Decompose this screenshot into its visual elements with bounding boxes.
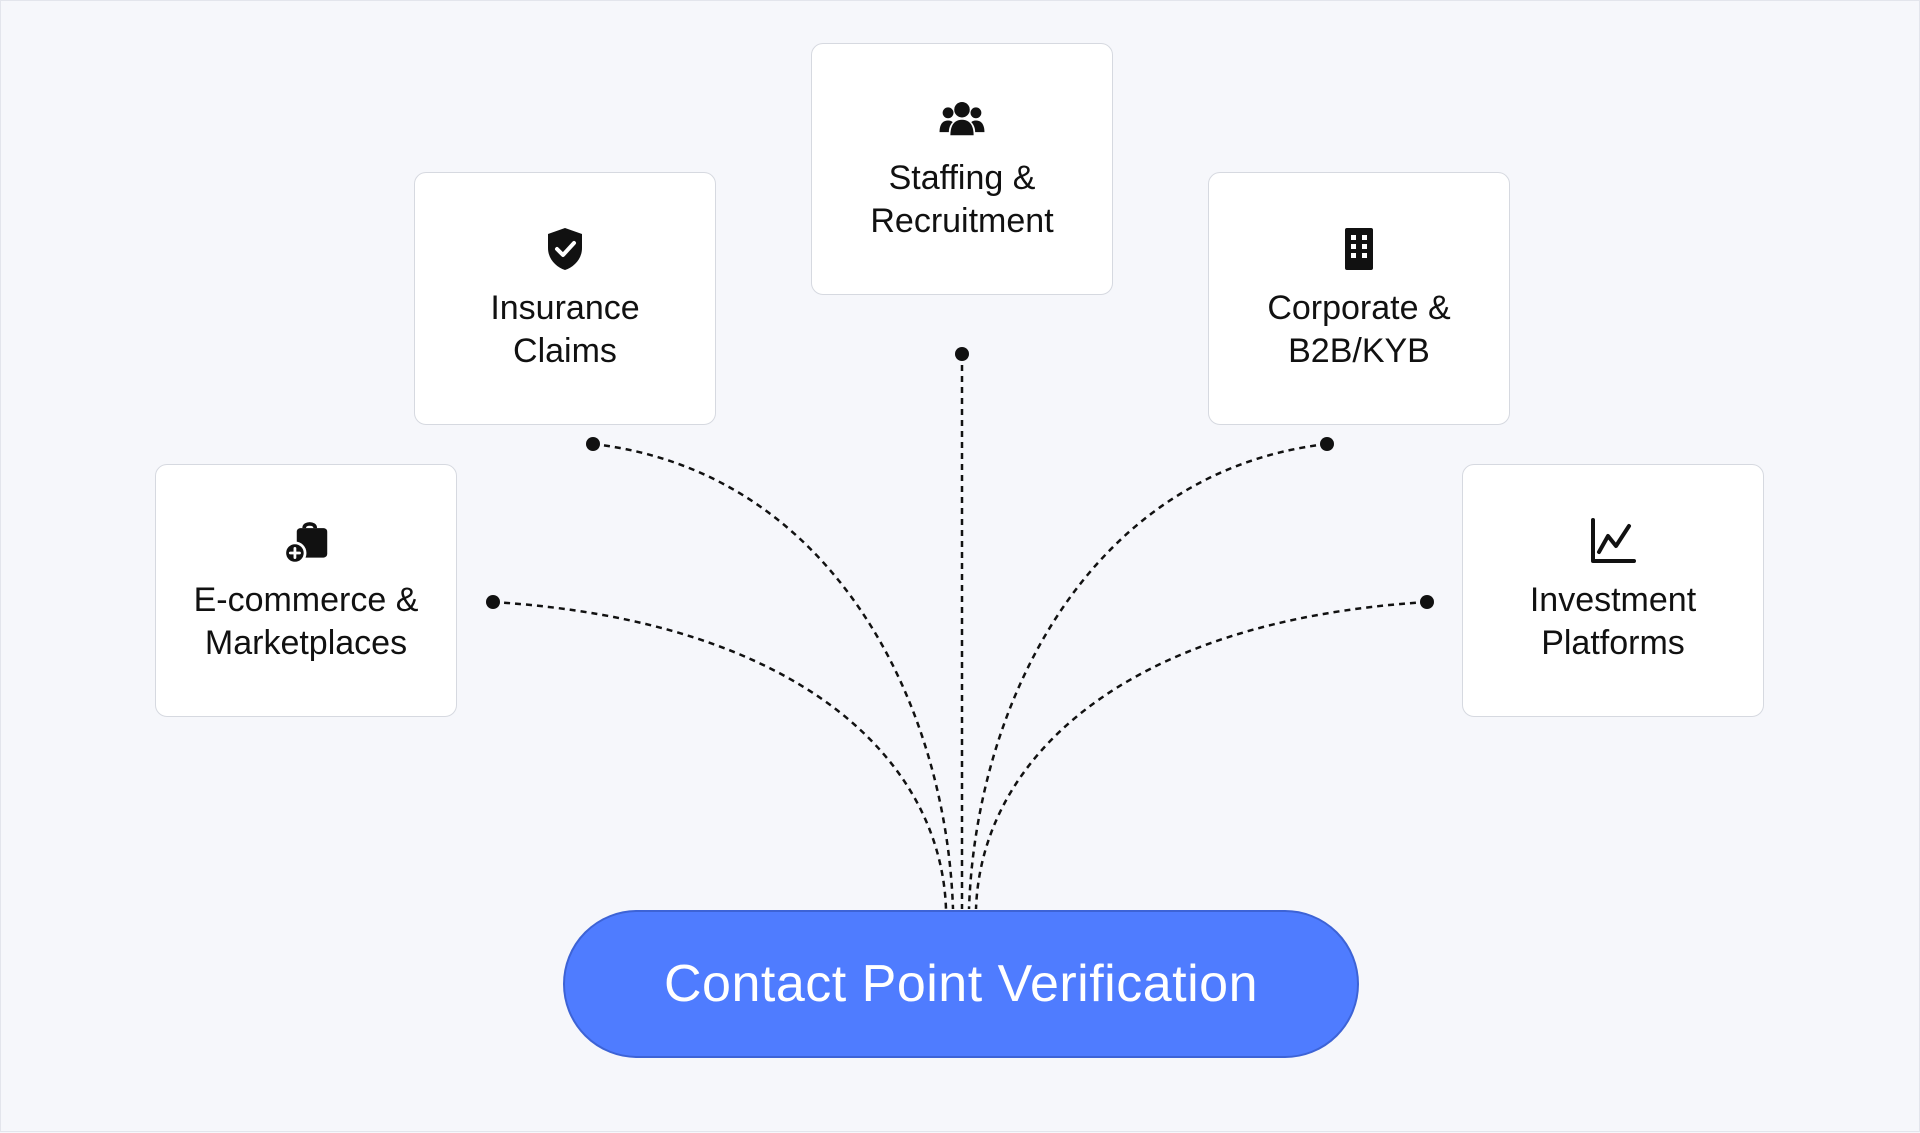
node-label-staffing: Staffing & Recruitment bbox=[870, 159, 1054, 240]
connector-dot-corporate bbox=[1320, 437, 1334, 451]
shopping-bag-plus-icon bbox=[282, 517, 330, 565]
center-node-pill: Contact Point Verification bbox=[563, 910, 1359, 1058]
line-chart-icon bbox=[1589, 517, 1637, 565]
connector-dot-ecommerce bbox=[486, 595, 500, 609]
connector-corporate bbox=[967, 442, 1328, 910]
node-card-corporate: Corporate & B2B/KYB bbox=[1208, 172, 1510, 425]
node-label-corporate: Corporate & B2B/KYB bbox=[1267, 288, 1451, 370]
connector-insurance bbox=[592, 442, 955, 910]
connector-dot-insurance bbox=[586, 437, 600, 451]
building-icon bbox=[1335, 225, 1383, 273]
node-label-ecommerce: E-commerce & Marketplaces bbox=[193, 580, 419, 662]
node-label-investment: Investment Platforms bbox=[1529, 580, 1697, 662]
shield-check-icon bbox=[541, 225, 589, 273]
node-card-ecommerce: E-commerce & Marketplaces bbox=[155, 464, 457, 717]
connector-investment bbox=[974, 600, 1428, 910]
connector-ecommerce bbox=[492, 600, 948, 910]
connector-dot-investment bbox=[1420, 595, 1434, 609]
node-card-investment: Investment Platforms bbox=[1462, 464, 1764, 717]
people-group-icon bbox=[938, 95, 986, 143]
connector-dot-staffing bbox=[955, 347, 969, 361]
node-label-insurance: Insurance Claims bbox=[490, 288, 640, 370]
center-node-label: Contact Point Verification bbox=[664, 955, 1258, 1013]
node-card-staffing: Staffing & Recruitment bbox=[811, 43, 1113, 295]
node-card-insurance: Insurance Claims bbox=[414, 172, 716, 425]
